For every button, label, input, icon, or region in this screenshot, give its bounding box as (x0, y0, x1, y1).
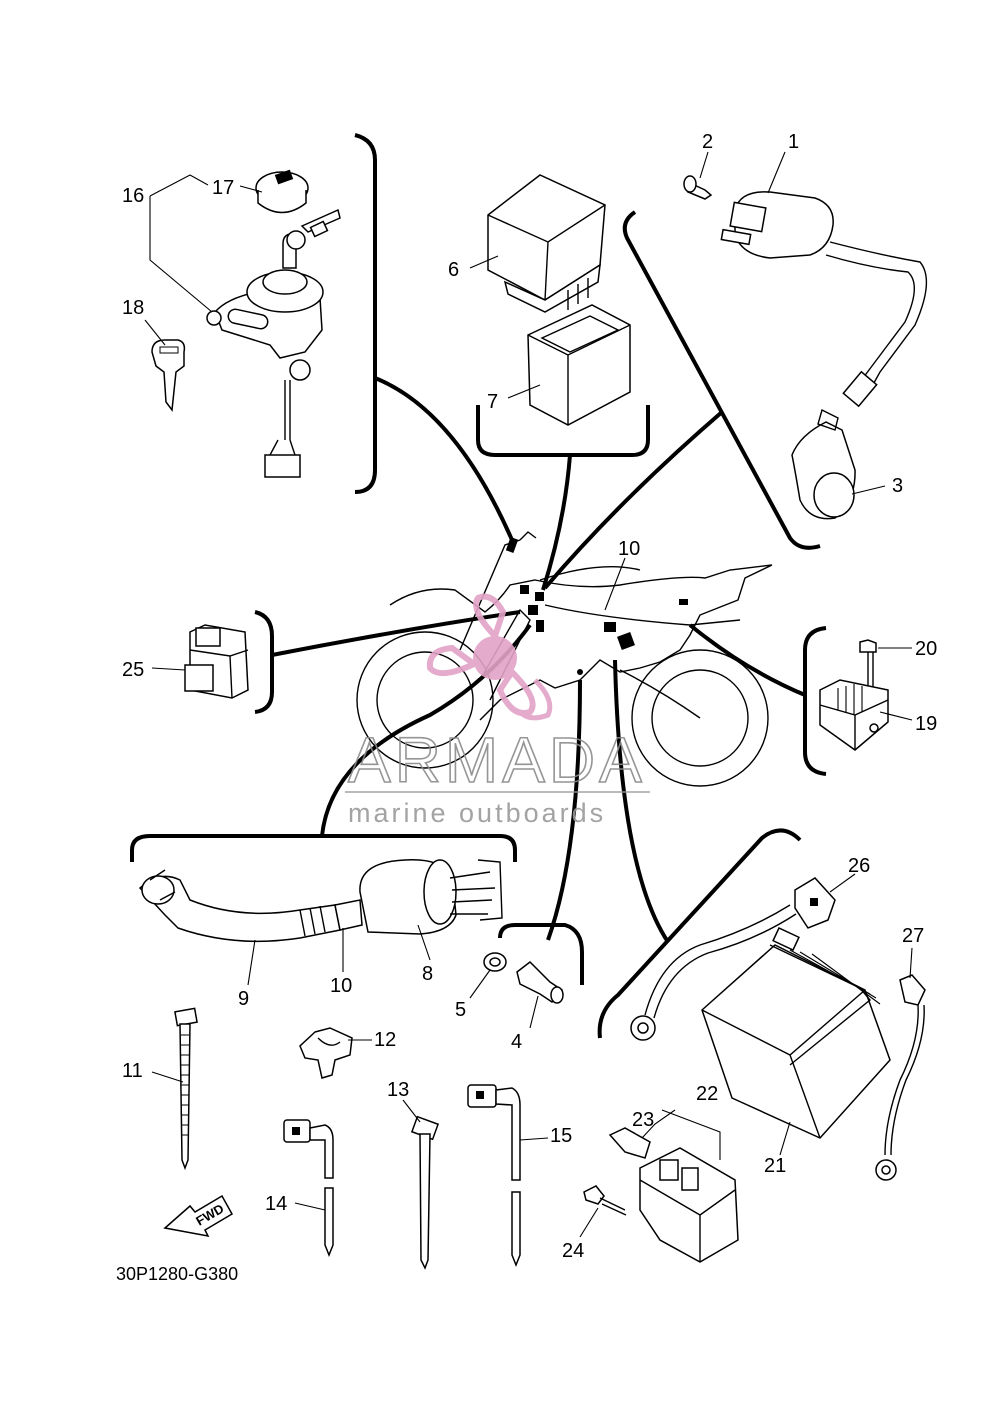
relay-assembly (487, 174, 631, 426)
watermark-tagline: marine outboards (348, 798, 606, 828)
swingarm (619, 669, 701, 719)
callout-16: 16 (122, 185, 144, 207)
motorcycle-outline (356, 531, 773, 787)
callout-11: 11 (122, 1060, 143, 1082)
wire-harness (138, 859, 503, 943)
relay-socket (527, 304, 631, 426)
callout-18: 18 (122, 297, 144, 319)
callout-9: 9 (238, 988, 249, 1010)
callout-12: 12 (374, 1029, 396, 1051)
wire-lead-15 (467, 1084, 521, 1268)
front-wheel-inner (376, 651, 474, 749)
rear-wheel-outer (631, 649, 769, 787)
callout-2: 2 (702, 131, 713, 153)
starter-relay-assembly (583, 1127, 739, 1263)
bracket-switch-group (498, 923, 584, 985)
callout-5: 5 (455, 999, 466, 1021)
cable-tie-11 (174, 1007, 198, 1171)
callout-22: 22 (696, 1083, 718, 1105)
watermark-brand: ARMADA (348, 724, 646, 796)
spare-key-icon (151, 339, 186, 412)
callout-3: 3 (892, 475, 903, 497)
callout-7: 7 (487, 391, 498, 413)
tank-outline (539, 565, 641, 581)
rear-wheel-inner (651, 669, 749, 767)
callout-17: 17 (212, 177, 234, 199)
bracket-harness-group (130, 834, 517, 862)
bolt-20 (859, 639, 877, 653)
callout-8: 8 (422, 963, 433, 985)
bracket-battery-group (597, 828, 802, 1039)
frame-body (389, 564, 773, 721)
neutral-switch-assembly (483, 952, 564, 1004)
fuse-23 (608, 1127, 651, 1159)
callout-10-harness: 10 (330, 975, 352, 997)
callout-15: 15 (550, 1125, 572, 1147)
harness-route (544, 604, 741, 626)
callout-10-bike: 10 (618, 538, 640, 560)
switch-plug (264, 454, 301, 478)
terminal-cover-27 (899, 974, 926, 1006)
battery (701, 944, 891, 1139)
harness-sleeve (138, 875, 341, 943)
callout-13: 13 (387, 1079, 409, 1101)
callout-1: 1 (788, 131, 799, 153)
callout-20: 20 (915, 638, 937, 660)
screw-24 (583, 1185, 605, 1205)
leader-lines (144, 151, 913, 1238)
coupler-25 (184, 624, 249, 699)
bracket-relay-group (476, 405, 650, 457)
bracket-coil-group (622, 210, 821, 550)
callout-27: 27 (902, 925, 924, 947)
bracket-ignition-group (354, 133, 377, 494)
battery-assembly (630, 877, 926, 1181)
bracket-connector-group (254, 610, 274, 714)
ignition-switch-assembly (151, 169, 341, 478)
starter-relay (639, 1147, 739, 1263)
watermark: ARMADA marine outboards (345, 593, 650, 828)
callout-19: 19 (915, 713, 937, 735)
connection-lines (271, 376, 806, 944)
callout-labels: 1 2 3 4 5 6 7 8 9 10 10 11 12 13 14 15 1… (122, 131, 937, 1262)
callout-14: 14 (265, 1193, 287, 1215)
callout-26: 26 (848, 855, 870, 877)
rectifier-assembly (819, 639, 889, 751)
callout-25: 25 (122, 659, 144, 681)
wire-lead-14 (283, 1119, 334, 1258)
callout-6: 6 (448, 259, 459, 281)
group-brackets (130, 133, 827, 1039)
bracket-rectifier-group (803, 626, 827, 776)
forward-arrow-icon: FWD (163, 1194, 234, 1238)
cable-tie-13 (410, 1115, 440, 1270)
front-wheel-outer (356, 631, 494, 769)
ignition-coil-assembly (683, 175, 928, 520)
watermark-logo-icon (426, 593, 553, 721)
drawing-code: 30P1280-G380 (116, 1264, 238, 1284)
callout-24: 24 (562, 1240, 584, 1262)
clamp-12 (299, 1027, 353, 1079)
callout-23: 23 (632, 1109, 654, 1131)
callout-21: 21 (764, 1155, 786, 1177)
callout-4: 4 (511, 1031, 522, 1053)
headlight-bracket (519, 531, 537, 541)
